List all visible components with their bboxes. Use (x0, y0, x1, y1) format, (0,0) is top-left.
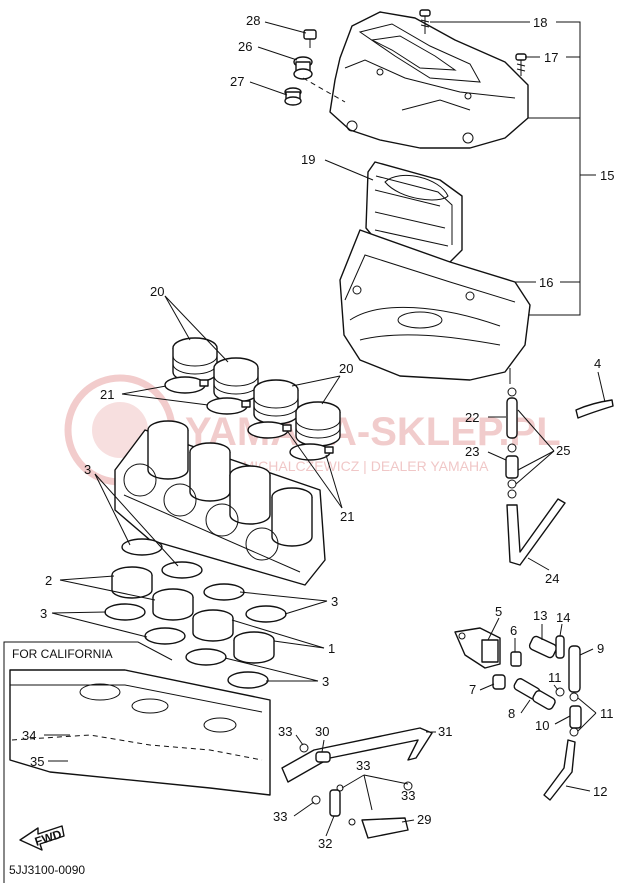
screw-18 (419, 9, 431, 34)
callout-1: 1 (328, 641, 335, 656)
callout-7: 7 (469, 682, 476, 697)
callout-28: 28 (246, 13, 260, 28)
valve-5 (454, 627, 501, 669)
callout-5: 5 (495, 604, 502, 619)
callout-22: 22 (465, 410, 479, 425)
callout-18: 18 (533, 15, 547, 30)
callout-9: 9 (597, 641, 604, 656)
callout-35: 35 (30, 754, 44, 769)
grommet-26 (293, 56, 313, 80)
clips-33 (299, 743, 413, 826)
callout-30: 30 (315, 724, 329, 739)
bracket-4 (575, 399, 614, 419)
california-section: FOR CALIFORNIA (3, 641, 433, 883)
callout-14: 14 (556, 610, 570, 625)
callout-33-b: 33 (356, 758, 370, 773)
callout-3-bottom: 3 (322, 674, 329, 689)
callout-19: 19 (301, 152, 315, 167)
watermark-tagline: MOTO MICHALCZEWICZ | DEALER YAMAHA (197, 458, 489, 474)
callout-12: 12 (593, 784, 607, 799)
screw-17 (515, 53, 527, 76)
air-cleaner-case (339, 229, 531, 384)
callout-17: 17 (544, 50, 558, 65)
callout-16: 16 (539, 275, 553, 290)
callout-29: 29 (417, 812, 431, 827)
callout-11-right: 11 (600, 706, 614, 721)
callout-3-top: 3 (84, 462, 91, 477)
hose-10 (569, 705, 582, 729)
bolt-28 (303, 29, 317, 48)
clamps-21 (164, 376, 334, 461)
callout-2: 2 (45, 573, 52, 588)
callout-13: 13 (533, 608, 547, 623)
callout-20-right: 20 (339, 361, 353, 376)
hose-8 (513, 678, 556, 710)
callout-31: 31 (438, 724, 452, 739)
hose-29 (361, 817, 409, 839)
callout-21-left: 21 (100, 387, 114, 402)
drain-plug-23 (505, 443, 519, 499)
callout-numbers: 28 26 27 18 17 15 16 19 20 20 21 21 3 2 … (22, 13, 614, 851)
california-label: FOR CALIFORNIA (12, 647, 113, 661)
callout-26: 26 (238, 39, 252, 54)
callout-34: 34 (22, 728, 36, 743)
callout-11-upper: 11 (548, 670, 562, 685)
drawing-code: 5JJ3100-0090 (9, 863, 85, 877)
callout-10: 10 (535, 718, 549, 733)
hose-9 (568, 645, 581, 693)
hose-12 (543, 739, 576, 801)
lower-clamps (104, 538, 287, 689)
joints-20 (172, 337, 341, 447)
fwd-arrow-icon: FWD (19, 825, 65, 851)
hose-7 (492, 674, 506, 690)
leader-lines (44, 21, 606, 837)
callout-24: 24 (545, 571, 559, 586)
carburetor-assembly (114, 420, 326, 586)
callout-3-right: 3 (331, 594, 338, 609)
callout-33-c: 33 (401, 788, 415, 803)
canister-34 (9, 669, 271, 796)
pipe-14 (555, 635, 565, 659)
drain-hose-22 (506, 387, 518, 439)
callout-15: 15 (600, 168, 614, 183)
damper-27 (284, 87, 302, 106)
callout-21-right: 21 (340, 509, 354, 524)
callout-27: 27 (230, 74, 244, 89)
callout-33-a: 33 (278, 724, 292, 739)
drain-hose-24 (506, 498, 566, 566)
callout-32: 32 (318, 836, 332, 851)
callout-3-mid: 3 (40, 606, 47, 621)
cap-6 (510, 651, 522, 667)
callout-8: 8 (508, 706, 515, 721)
callout-23: 23 (465, 444, 479, 459)
filter-13 (528, 635, 558, 659)
callout-25: 25 (556, 443, 570, 458)
air-cleaner-cap (329, 11, 529, 149)
callout-6: 6 (510, 623, 517, 638)
callout-33-d: 33 (273, 809, 287, 824)
callout-20-left: 20 (150, 284, 164, 299)
callout-4: 4 (594, 356, 601, 371)
hose-32 (329, 789, 341, 817)
hose-30-31 (281, 727, 433, 783)
